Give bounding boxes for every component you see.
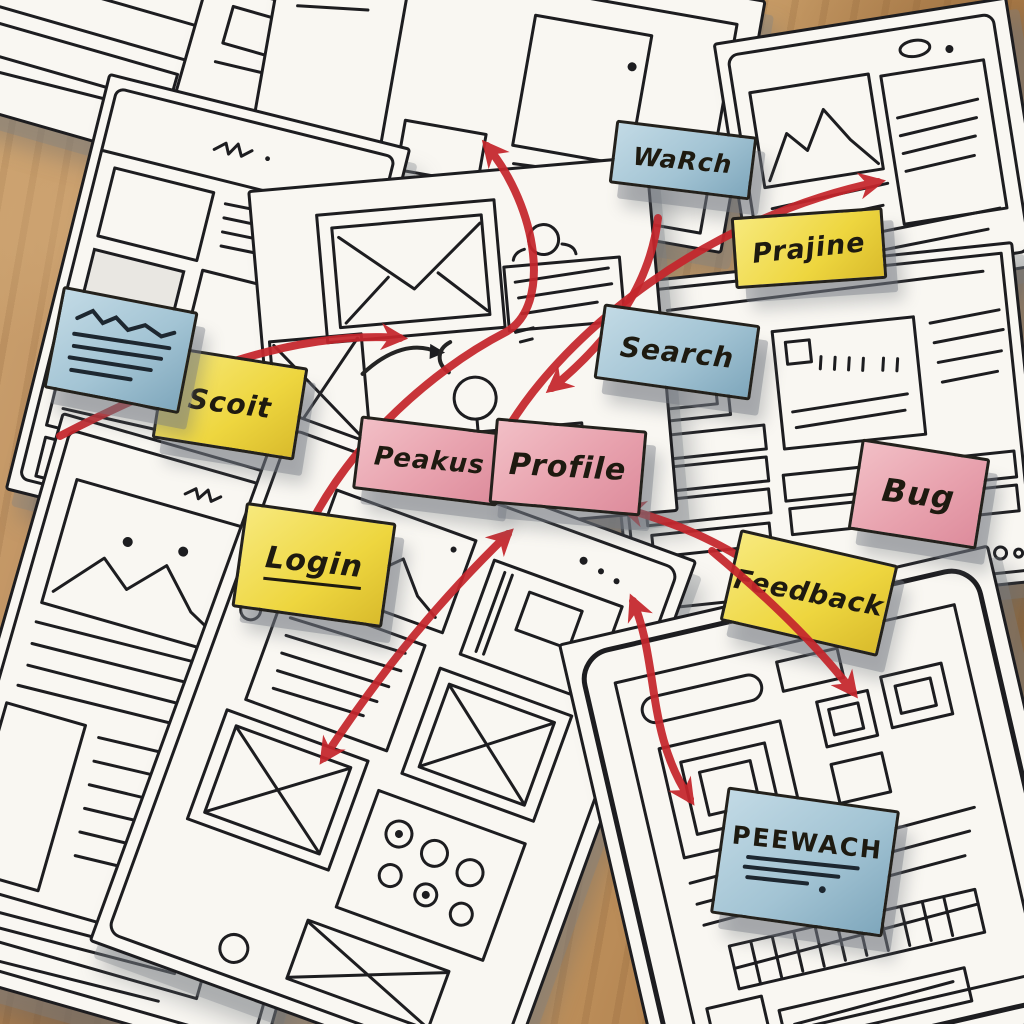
camera-dots-icon (993, 545, 1024, 561)
sticky-note-warch-label: WaRch (632, 141, 734, 179)
camera-icon (898, 38, 954, 59)
home-button-icon (218, 932, 250, 964)
sticky-note-peewach: PEEWACH (709, 786, 901, 938)
ellipsis-dots-icon (579, 556, 620, 585)
sticky-note-profile: Profile (488, 417, 648, 517)
sticky-note-login: Login (231, 501, 397, 629)
sticky-note-feedback-label: Feedback (731, 563, 887, 623)
mountain-image-icon (748, 72, 885, 190)
sticky-note-peakus-label: Peakus (372, 441, 486, 481)
x-placeholder-icon (185, 708, 370, 872)
header-scribble-icon (183, 487, 223, 503)
keypad-icon (334, 788, 527, 962)
sticky-note-prajine-label: Prajine (750, 226, 868, 270)
person-icon (511, 223, 578, 262)
sticky-note-bug-label: Bug (880, 470, 958, 518)
sticky-note-login-label: Login (263, 539, 365, 591)
note-text-lines (742, 854, 860, 893)
modal-card-icon (511, 13, 654, 168)
logo-scribble-icon (212, 141, 270, 162)
x-placeholder-icon (285, 918, 451, 1024)
speaker-pill-icon (640, 673, 764, 725)
sticky-note-profile-label: Profile (508, 446, 628, 488)
sticky-note-prajine: Prajine (730, 206, 888, 290)
sticky-note-search-label: Search (618, 329, 736, 375)
person-icon (452, 375, 498, 434)
envelope-icon (315, 198, 507, 345)
scribble-lines (67, 308, 177, 382)
x-placeholder-icon (400, 666, 574, 823)
sticky-note-scoit-label: Scoit (186, 381, 274, 425)
